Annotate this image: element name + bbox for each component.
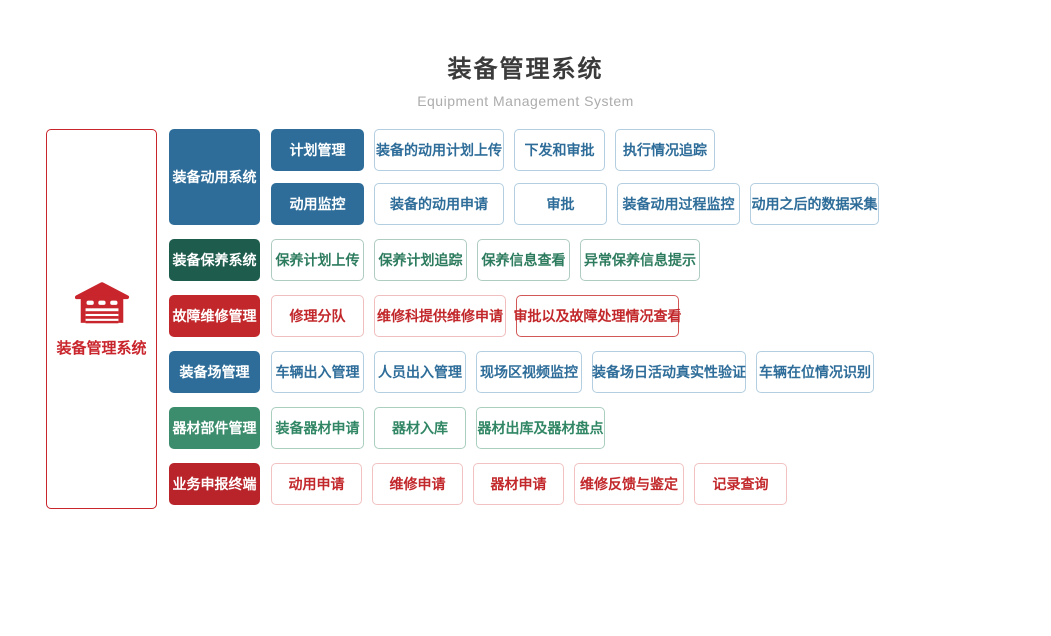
root-node: 装备管理系统 — [46, 129, 157, 509]
section-equipment-use-system: 装备动用系统 计划管理 装备的动用计划上传 下发和审批 执行情况追踪 动用监控 … — [169, 129, 889, 225]
section-equipment-maintenance-system: 装备保养系统 保养计划上传 保养计划追踪 保养信息查看 异常保养信息提示 — [169, 239, 889, 281]
leaf-daily-activity-verification: 装备场日活动真实性验证 — [592, 351, 746, 393]
leaf-issue-and-approval: 下发和审批 — [514, 129, 605, 171]
leaf-vehicle-access-management: 车辆出入管理 — [271, 351, 364, 393]
leaf-use-request: 动用申请 — [271, 463, 362, 505]
category-material-parts-management: 器材部件管理 — [169, 407, 260, 449]
group-use-monitoring: 动用监控 — [271, 183, 364, 225]
leaf-maintenance-plan-upload: 保养计划上传 — [271, 239, 364, 281]
category-equipment-maintenance-system: 装备保养系统 — [169, 239, 260, 281]
leaf-approval: 审批 — [514, 183, 607, 225]
leaf-record-query: 记录查询 — [694, 463, 787, 505]
garage-icon — [74, 281, 129, 323]
leaf-maintenance-plan-tracking: 保养计划追踪 — [374, 239, 467, 281]
page-title: 装备管理系统 — [447, 56, 604, 83]
category-equipment-yard-management: 装备场管理 — [169, 351, 260, 393]
leaf-post-use-data-collection: 动用之后的数据采集 — [750, 183, 879, 225]
leaf-use-plan-upload: 装备的动用计划上传 — [374, 129, 504, 171]
leaf-repair-team: 修理分队 — [271, 295, 364, 337]
leaf-use-application: 装备的动用申请 — [374, 183, 504, 225]
group-plan-management: 计划管理 — [271, 129, 364, 171]
leaf-use-process-monitoring: 装备动用过程监控 — [617, 183, 740, 225]
root-label: 装备管理系统 — [56, 339, 147, 357]
section-material-parts-management: 器材部件管理 装备器材申请 器材入库 器材出库及器材盘点 — [169, 407, 889, 449]
leaf-approval-fault-handling-view: 审批以及故障处理情况查看 — [514, 295, 682, 337]
group-row-plan-management: 计划管理 装备的动用计划上传 下发和审批 执行情况追踪 — [271, 129, 889, 171]
section-business-declaration-terminal: 业务申报终端 动用申请 维修申请 器材申请 维修反馈与鉴定 记录查询 — [169, 463, 889, 505]
leaf-abnormal-maintenance-alert: 异常保养信息提示 — [580, 239, 700, 281]
leaf-repair-dept-application: 维修科提供维修申请 — [374, 295, 506, 337]
leaf-personnel-access-management: 人员出入管理 — [374, 351, 466, 393]
leaf-vehicle-presence-recognition: 车辆在位情况识别 — [756, 351, 874, 393]
leaf-maintenance-info-view: 保养信息查看 — [477, 239, 570, 281]
leaf-equipment-material-application: 装备器材申请 — [271, 407, 364, 449]
system-tree: 装备管理系统 装备动用系统 计划管理 装备的动用计划上传 下发和审批 执行情况追… — [46, 129, 889, 509]
sections-column: 装备动用系统 计划管理 装备的动用计划上传 下发和审批 执行情况追踪 动用监控 … — [169, 129, 889, 505]
leaf-material-outbound-inventory: 器材出库及器材盘点 — [476, 407, 605, 449]
category-fault-repair-management: 故障维修管理 — [169, 295, 260, 337]
group-row-use-monitoring: 动用监控 装备的动用申请 审批 装备动用过程监控 动用之后的数据采集 — [271, 183, 889, 225]
use-system-groups: 计划管理 装备的动用计划上传 下发和审批 执行情况追踪 动用监控 装备的动用申请… — [271, 129, 889, 225]
leaf-material-inbound: 器材入库 — [374, 407, 466, 449]
diagram-header: 装备管理系统 Equipment Management System — [0, 49, 1051, 109]
leaf-site-video-surveillance: 现场区视频监控 — [476, 351, 582, 393]
leaf-execution-tracking: 执行情况追踪 — [615, 129, 715, 171]
section-fault-repair-management: 故障维修管理 修理分队 维修科提供维修申请 审批以及故障处理情况查看 — [169, 295, 889, 337]
page-subtitle: Equipment Management System — [417, 93, 634, 109]
leaf-repair-feedback-appraisal: 维修反馈与鉴定 — [574, 463, 684, 505]
leaf-material-request: 器材申请 — [473, 463, 564, 505]
leaf-repair-request: 维修申请 — [372, 463, 463, 505]
section-equipment-yard-management: 装备场管理 车辆出入管理 人员出入管理 现场区视频监控 装备场日活动真实性验证 … — [169, 351, 889, 393]
category-equipment-use-system: 装备动用系统 — [169, 129, 260, 225]
category-business-declaration-terminal: 业务申报终端 — [169, 463, 260, 505]
